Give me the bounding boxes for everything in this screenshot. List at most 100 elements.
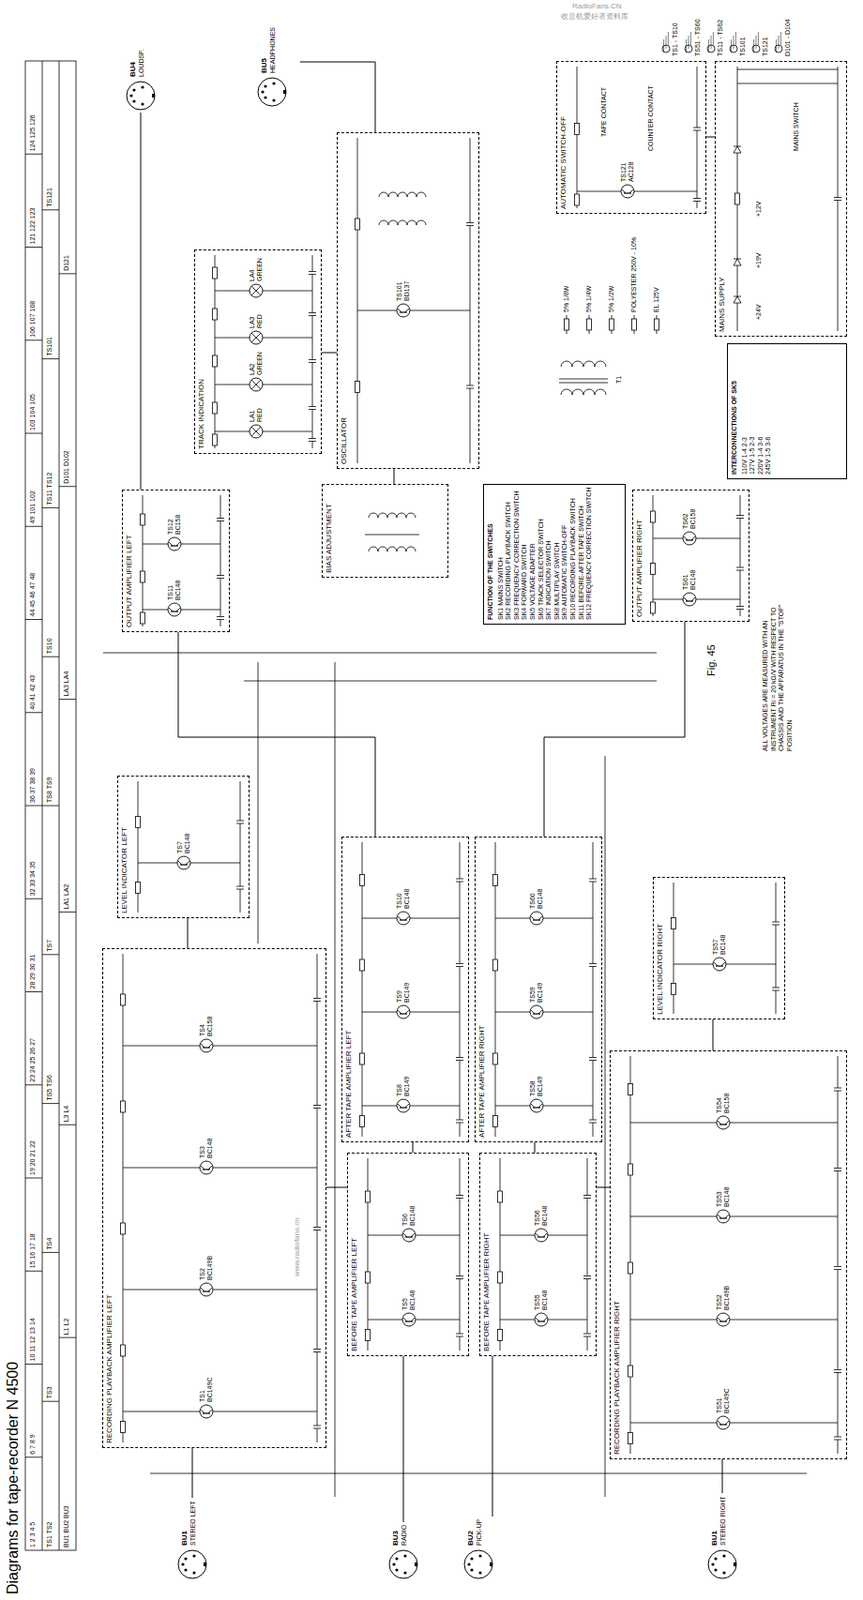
wire (547, 1319, 588, 1321)
transistor-emitter (176, 607, 181, 612)
capacitor-symbol (455, 1197, 464, 1199)
transistor-outline (716, 1210, 730, 1224)
capacitor-symbol (583, 1195, 591, 1197)
capacitor-symbol (308, 271, 317, 273)
capacitor-symbol (833, 1167, 842, 1169)
capacitor-symbol (308, 438, 317, 440)
wire (122, 1045, 200, 1047)
wire (729, 1423, 838, 1424)
lamp-symbol (246, 377, 266, 393)
transistor: TS101BD137 (393, 279, 413, 318)
resistor-symbol (564, 318, 570, 331)
node-title: TS53 (715, 1187, 724, 1208)
socket-pin (394, 1557, 398, 1560)
part-label: SK5 VOLTAGE ADAPTER (529, 488, 538, 621)
part-label: GREEN (256, 351, 264, 376)
legend-item: 5% 1/8W (562, 286, 572, 334)
circuit-block: LEVEL INDICATOR LEFTTS7BC148 (117, 775, 250, 919)
table-rule (25, 898, 43, 900)
wire (212, 1411, 318, 1413)
text-label: 19 20 21 22 (29, 1140, 38, 1176)
wire (357, 310, 397, 312)
transistor-collector (397, 916, 402, 921)
transistor-pinout-sample (706, 28, 717, 57)
capacitor-symbol (693, 197, 701, 199)
indicator-lamp: LA1RED (246, 406, 266, 440)
transistor-pinout-sample (683, 28, 695, 57)
table-rule (25, 991, 43, 993)
transistor-outline (402, 1228, 416, 1242)
resistor-symbol (365, 1330, 371, 1342)
legend-item: 5% 1/2W (607, 286, 617, 334)
transistor-symbol (393, 910, 413, 926)
transistor-symbol (196, 1404, 216, 1420)
signal-wire (140, 112, 142, 490)
transistor-collector (683, 597, 688, 602)
wire (214, 290, 250, 292)
socket-key (414, 1562, 418, 1567)
text-label: LA3 LA4 (62, 671, 72, 697)
ground-rail (775, 882, 777, 1015)
capacitor-symbol (466, 388, 474, 390)
resistor-symbol (121, 1223, 126, 1235)
wire (495, 1105, 530, 1107)
lamp-symbol (246, 283, 266, 299)
supply-rail (576, 66, 578, 209)
transistor-emitter (538, 1104, 543, 1108)
capacitor-symbol (693, 127, 701, 129)
signal-wire (534, 1142, 536, 1153)
transistor-pinout-sample (661, 28, 672, 57)
transistor-emitter (691, 597, 696, 602)
transistor-symbol (165, 536, 184, 552)
capacitor-symbol (583, 1197, 591, 1199)
capacitor-symbol (313, 1428, 321, 1430)
circuit-block: AFTER TAPE AMPLIFIER RIGHTTS58BC149TS59B… (474, 836, 603, 1143)
transistor-emitter (725, 1317, 729, 1322)
capacitor-gap (456, 878, 463, 882)
wire (262, 431, 313, 433)
transistor: TS57BC148 (710, 933, 729, 972)
text-label: 10 11 12 13 14 (29, 1317, 38, 1362)
capacitor-symbol (466, 385, 474, 387)
transistor-symbol (680, 530, 699, 546)
legend-text: TS1 - TS10 (671, 22, 679, 57)
transistor-emitter (725, 1120, 729, 1125)
capacitor-gap (590, 878, 596, 882)
resistor-symbol (360, 1053, 365, 1065)
text-label: 收音机爱好者资料库 (560, 12, 629, 22)
signal-wire (722, 1459, 724, 1494)
transistor-emitter (725, 1214, 729, 1219)
capacitor-gap (834, 1168, 841, 1172)
ground-rail (317, 953, 318, 1443)
capacitor-symbol (772, 987, 780, 989)
lamp-filament (251, 426, 261, 437)
capacitor-symbol (308, 406, 317, 408)
socket-outline (708, 1550, 737, 1579)
socket-pin (272, 98, 275, 102)
transistor-emitter (405, 1010, 409, 1015)
transistor-emitter (208, 1287, 212, 1292)
lamp-filament (251, 379, 261, 390)
node-title: TS52 (715, 1286, 724, 1311)
transistor-outline (402, 1313, 416, 1327)
text-label: TS10 (45, 637, 55, 654)
transistor-symbol (713, 1415, 733, 1431)
wire (499, 1235, 535, 1237)
circuit-block: OSCILLATORTS101BD137 (336, 132, 480, 470)
text-label: MAINS SWITCH (792, 102, 802, 152)
capacitor-gap (237, 886, 243, 890)
signal-wire (192, 1448, 194, 1499)
socket-pin (192, 1571, 196, 1575)
resistor-symbol (355, 381, 361, 394)
part-label: BC158 (174, 514, 182, 535)
capacitor-symbol (466, 225, 474, 227)
capacitor-symbol (589, 1122, 597, 1124)
node-title: LEVEL INDICATOR RIGHT (655, 881, 666, 1015)
legend-item: POLYESTER 250V - 10% (630, 237, 639, 334)
socket-pin (722, 1571, 726, 1575)
din-socket-symbol (164, 1547, 221, 1582)
capacitor-symbol (455, 881, 464, 883)
wire (137, 863, 178, 864)
wire (630, 1423, 717, 1424)
wire (214, 431, 250, 433)
